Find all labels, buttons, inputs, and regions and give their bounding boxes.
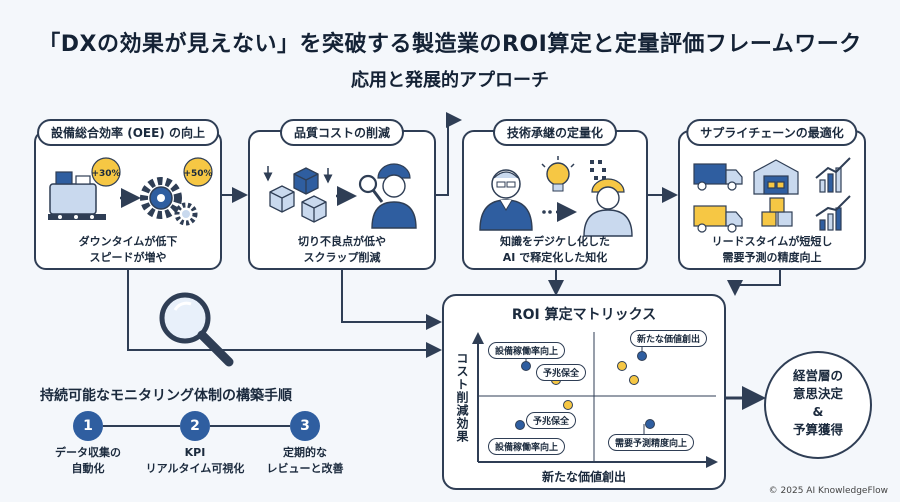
roi-matrix-title: ROI 算定マトリックス [511,307,657,323]
inspector-worker-icon [358,163,417,229]
step-2-badge: 2 [180,411,210,441]
trend-chart-icon [815,195,851,231]
roi-x-label: 新たな価値創出 [542,470,627,484]
arrow-card2-to-roi [341,270,442,330]
parcels-icon [761,197,793,227]
chip-predictive-top: 予兆保全 [536,364,587,381]
truck-icon-blue [693,163,743,191]
card-supply-caption: リードスタイムが短短し需要予測の精度向上 [711,235,833,264]
card-supply-title: サプライチェーンの最適化 [686,119,858,146]
card-oee: 設備総合効率 (OEE) の向上 +30% +50% ダウンタイムが低下スピード… [34,119,222,270]
roi-matrix-panel: ROI 算定マトリックス 設備稼働率向上 予兆保全 新たな価値創出 予兆保全 設… [442,294,726,490]
badge-plus50-text: +50% [183,169,212,179]
badge-plus50-icon: +50% [183,157,213,187]
flow-arrows [103,112,781,427]
young-worker-icon [583,178,633,237]
page-title: 「DXの効果が見えない」を突破する製造業のROI算定と定量評価フレームワーク [38,32,862,57]
card-quality-title: 品質コストの削減 [279,119,405,146]
arrow-card1-to-roi [127,270,442,358]
dot-5 [637,351,647,361]
card-oee-title: 設備総合効率 (OEE) の向上 [37,119,219,146]
decision-circle: 経営層の意思決定&予算獲得 [764,351,872,459]
arrow-card4-to-roi [727,270,781,296]
page-subtitle: 応用と発展的アプローチ [351,70,549,91]
dot-3 [617,361,627,371]
card-quality-caption: 切り不良点が低やスクラップ削減 [298,235,386,264]
lightbulb-icon [541,156,575,192]
chip-predictive-bottom: 予兆保全 [526,412,577,429]
dot-8 [645,419,655,429]
gear-icon [140,177,198,226]
card-skills: 技術承継の定量化 [462,119,648,270]
quality-illustration [263,163,417,229]
senior-worker-icon [479,169,533,231]
chip-equipment-rate-bottom: 設備稼働率向上 [488,438,566,455]
chip-equipment-rate-top: 設備稼働率向上 [488,342,566,359]
down-arrows-icon [263,166,333,184]
transfer-arrow-icon [542,202,577,222]
dot-1 [521,361,531,371]
step-3-badge: 3 [290,411,320,441]
copyright: © 2025 AI KnowledgeFlow [768,486,888,496]
card-oee-caption: ダウンタイムが低下スピードが増や [78,235,178,264]
oee-illustration: +30% +50% [48,157,213,226]
roi-matrix-chart [472,332,718,468]
step-1-badge: 1 [73,411,103,441]
chip-new-value: 新たな価値創出 [630,330,708,347]
growth-chart-icon [815,157,851,193]
magnifier-icon [159,292,234,367]
card-skills-title: 技術承継の定量化 [492,119,618,146]
supply-illustration [693,157,851,233]
roi-y-label: コスト削減効果 [455,352,469,443]
dot-4 [629,375,639,385]
machine-icon [48,171,106,220]
badge-plus30-icon: +30% [91,157,121,187]
skills-illustration [479,156,633,237]
dot-7 [515,420,525,430]
badge-plus30-text: +30% [91,169,120,179]
truck-icon-yellow [693,205,743,233]
warehouse-icon [753,159,799,195]
card-supply: サプライチェーンの最適化 リードスタイムが短 [678,119,866,270]
chip-demand-forecast: 需要予測精度向上 [608,434,695,451]
boxes-icon [269,167,327,223]
step-3-label: 定期的なレビューと改善 [266,446,344,475]
monitoring-title: 持続可能なモニタリング体制の構築手順 [40,388,292,404]
arrow-card2-to-card3 [436,112,462,196]
qr-code-icon [590,160,606,180]
card-quality: 品質コストの削減 切り不良点が低やスクラップ削減 [248,119,436,270]
step-1-label: データ収集の自動化 [55,446,121,475]
dot-6 [563,400,573,410]
